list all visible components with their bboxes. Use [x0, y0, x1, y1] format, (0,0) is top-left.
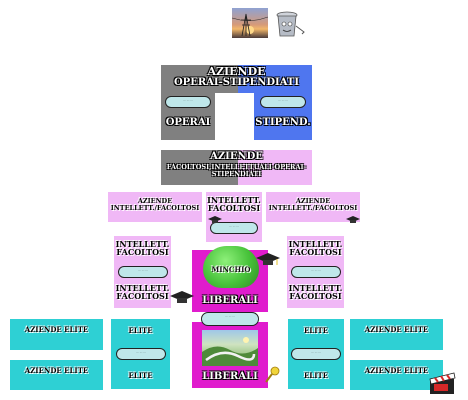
right-column-bottom-label: INTELLETT. FACOLTOSI	[288, 283, 343, 302]
third-right-label: AZIENDE INTELLETT./FACOLTOSI	[268, 197, 358, 212]
second-header-gray	[161, 150, 238, 185]
top-header-gray	[161, 65, 238, 93]
second-group-subtitle: FACOLTOSI,INTELLETTUALI-OPERAI-STIPENDIA…	[166, 163, 307, 178]
far-left-bottom-label: AZIENDE ELITE	[24, 366, 89, 375]
trash-bin-robot-icon	[272, 6, 306, 40]
film-clapper-icon	[428, 370, 458, 396]
right-elite-top-label: ELITE	[303, 326, 329, 335]
center-lower-label: LIBERALI	[202, 371, 258, 382]
operai-pill: ··· ··· ···	[165, 96, 211, 108]
second-group-title: AZIENDE	[210, 151, 263, 162]
third-center-label: INTELLETT. FACOLTOSI	[207, 195, 261, 214]
operai-label: OPERAI	[165, 117, 211, 128]
third-right-box	[266, 192, 360, 222]
left-column-top-label: INTELLETT. FACOLTOSI	[115, 239, 170, 258]
far-right-top-label: AZIENDE ELITE	[364, 325, 429, 334]
far-right-bottom-box	[350, 360, 443, 390]
top-group-subtitle: OPERAI-STIPENDIATI	[173, 77, 300, 88]
third-center-pill: ··· ··· ···	[210, 222, 258, 234]
left-elite-pill: ··· ··· ···	[116, 348, 166, 360]
far-left-bottom-box	[10, 360, 103, 390]
left-elite-top-label: ELITE	[128, 326, 153, 335]
top-group-title: AZIENDE	[207, 65, 266, 78]
graduation-cap-icon	[208, 210, 222, 223]
third-left-label: AZIENDE INTELLETT./FACOLTOSI	[110, 197, 200, 212]
third-left-box	[108, 192, 202, 222]
left-column-pill: ··· ··· ···	[118, 266, 168, 278]
graduation-cap-icon	[256, 252, 280, 268]
center-upper-label: LIBERALI	[202, 295, 258, 306]
right-column-pill: ··· ··· ···	[291, 266, 341, 278]
right-column-top-label: INTELLETT. FACOLTOSI	[288, 239, 343, 258]
far-left-top-label: AZIENDE ELITE	[24, 325, 89, 334]
minchio-cloud	[203, 246, 259, 288]
right-elite-pill: ··· ··· ···	[291, 348, 341, 360]
second-header-pink	[238, 150, 312, 185]
power-lines-sunset-icon	[231, 8, 269, 38]
far-right-bottom-label: AZIENDE ELITE	[364, 366, 429, 375]
right-elite-bottom-label: ELITE	[303, 371, 329, 380]
far-left-top-box	[10, 319, 103, 350]
rattle-icon	[264, 366, 280, 384]
minchio-label: MINCHIO	[211, 265, 251, 274]
left-elite-bottom-label: ELITE	[128, 371, 153, 380]
left-column-bottom-label: INTELLETT. FACOLTOSI	[115, 283, 170, 302]
landscape-photo-icon	[202, 330, 258, 366]
top-header-blue	[238, 65, 312, 93]
stipend-pill: ··· ··· ···	[260, 96, 306, 108]
stipend-label: STIPEND.	[255, 117, 311, 128]
graduation-cap-icon	[346, 210, 360, 223]
center-lower-pill: ··· ··· ···	[201, 312, 259, 326]
far-right-top-box	[350, 319, 443, 350]
graduation-cap-icon	[170, 290, 194, 306]
